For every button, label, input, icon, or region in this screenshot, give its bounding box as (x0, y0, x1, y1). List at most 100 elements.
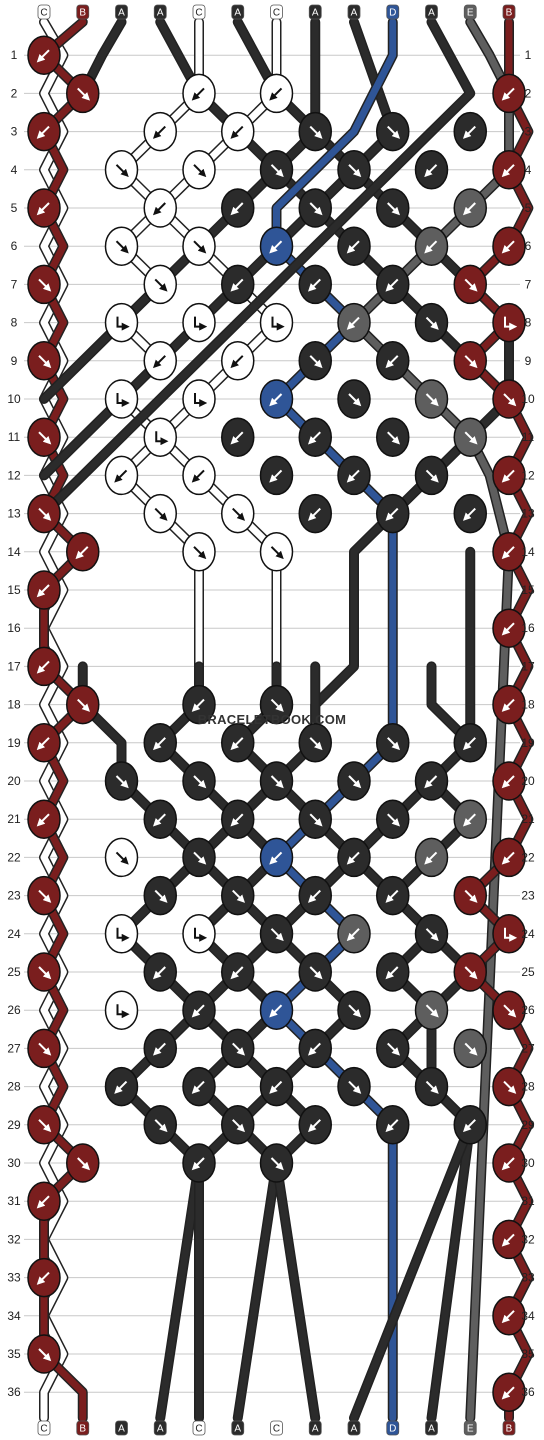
knot[interactable] (143, 1105, 177, 1145)
knot[interactable] (27, 1257, 61, 1298)
knot[interactable] (104, 837, 139, 878)
knot[interactable] (337, 150, 371, 190)
knot[interactable] (453, 111, 487, 152)
knot[interactable] (298, 111, 332, 152)
knot[interactable] (27, 1334, 61, 1374)
knot[interactable] (221, 1105, 255, 1145)
knot[interactable] (414, 761, 449, 801)
knot[interactable] (221, 264, 255, 305)
knot[interactable] (182, 1143, 216, 1183)
knot[interactable] (492, 1143, 526, 1183)
knot[interactable] (259, 990, 294, 1030)
knot[interactable] (27, 570, 61, 610)
knot[interactable] (337, 990, 371, 1030)
knot[interactable] (221, 723, 255, 763)
knot[interactable] (453, 493, 487, 534)
knot[interactable] (414, 455, 449, 496)
knot[interactable] (337, 761, 371, 801)
knot[interactable] (27, 875, 61, 916)
knot[interactable] (376, 952, 410, 992)
knot[interactable] (104, 914, 139, 954)
knot[interactable] (453, 264, 487, 305)
knot[interactable] (492, 990, 526, 1030)
knot[interactable] (182, 761, 216, 801)
knot[interactable] (376, 264, 410, 305)
knot[interactable] (259, 150, 294, 190)
knot[interactable] (414, 379, 449, 419)
knot[interactable] (143, 417, 177, 457)
knot[interactable] (492, 73, 526, 114)
knot[interactable] (414, 990, 449, 1030)
knot[interactable] (376, 875, 410, 916)
knot[interactable] (27, 417, 61, 457)
knot[interactable] (259, 379, 294, 419)
knot[interactable] (298, 952, 332, 992)
knot[interactable] (104, 302, 139, 343)
knot[interactable] (492, 226, 526, 266)
knot[interactable] (492, 1219, 526, 1260)
knot[interactable] (27, 952, 61, 992)
knot[interactable] (298, 799, 332, 839)
knot[interactable] (492, 1066, 526, 1107)
knot[interactable] (492, 1372, 526, 1412)
knot[interactable] (492, 302, 526, 343)
knot[interactable] (259, 226, 294, 266)
knot[interactable] (492, 1296, 526, 1336)
knot[interactable] (66, 532, 100, 572)
knot[interactable] (376, 1105, 410, 1145)
knot[interactable] (27, 799, 61, 839)
knot[interactable] (492, 914, 526, 954)
knot[interactable] (221, 417, 255, 457)
knot[interactable] (259, 1143, 294, 1183)
knot[interactable] (298, 493, 332, 534)
knot[interactable] (376, 341, 410, 381)
knot[interactable] (143, 341, 177, 381)
knot[interactable] (453, 952, 487, 992)
knot[interactable] (221, 341, 255, 381)
knot[interactable] (376, 493, 410, 534)
knot[interactable] (143, 723, 177, 763)
knot[interactable] (104, 150, 139, 190)
knot[interactable] (376, 723, 410, 763)
knot[interactable] (376, 799, 410, 839)
knot[interactable] (104, 1066, 139, 1107)
knot[interactable] (337, 455, 371, 496)
knot[interactable] (259, 1066, 294, 1107)
knot[interactable] (27, 493, 61, 534)
knot[interactable] (492, 608, 526, 648)
knot[interactable] (453, 799, 487, 839)
knot[interactable] (182, 837, 216, 878)
knot[interactable] (143, 799, 177, 839)
knot[interactable] (376, 1028, 410, 1069)
knot[interactable] (221, 493, 255, 534)
knot[interactable] (66, 684, 100, 725)
knot[interactable] (453, 875, 487, 916)
knot[interactable] (453, 1028, 487, 1069)
knot[interactable] (298, 264, 332, 305)
knot[interactable] (27, 341, 61, 381)
knot[interactable] (27, 111, 61, 152)
knot[interactable] (298, 341, 332, 381)
knot[interactable] (221, 188, 255, 228)
knot[interactable] (453, 1105, 487, 1145)
knot[interactable] (259, 532, 294, 572)
knot[interactable] (414, 302, 449, 343)
knot[interactable] (298, 723, 332, 763)
knot[interactable] (337, 379, 371, 419)
knot[interactable] (414, 1066, 449, 1107)
knot[interactable] (259, 73, 294, 114)
knot[interactable] (143, 952, 177, 992)
knot[interactable] (27, 1028, 61, 1069)
knot[interactable] (259, 684, 294, 725)
knot[interactable] (104, 379, 139, 419)
knot[interactable] (414, 837, 449, 878)
knot[interactable] (414, 226, 449, 266)
knot[interactable] (337, 1066, 371, 1107)
knot[interactable] (143, 493, 177, 534)
knot[interactable] (182, 684, 216, 725)
knot[interactable] (221, 1028, 255, 1069)
knot[interactable] (182, 1066, 216, 1107)
knot[interactable] (104, 761, 139, 801)
knot[interactable] (337, 837, 371, 878)
knot[interactable] (492, 379, 526, 419)
